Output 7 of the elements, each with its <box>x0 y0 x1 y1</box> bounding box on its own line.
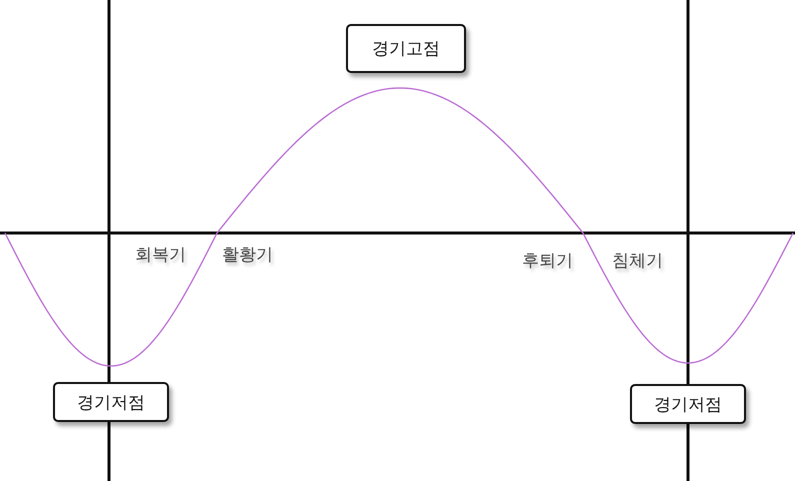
label-box: 경기저점 <box>630 384 746 424</box>
label-box: 경기고점 <box>346 24 466 73</box>
phase-label: 침체기 <box>612 251 663 272</box>
phase-label: 활황기 <box>222 245 273 266</box>
phase-label: 후퇴기 <box>522 251 573 272</box>
label-box: 경기저점 <box>53 382 169 422</box>
phase-label: 회복기 <box>135 245 186 266</box>
